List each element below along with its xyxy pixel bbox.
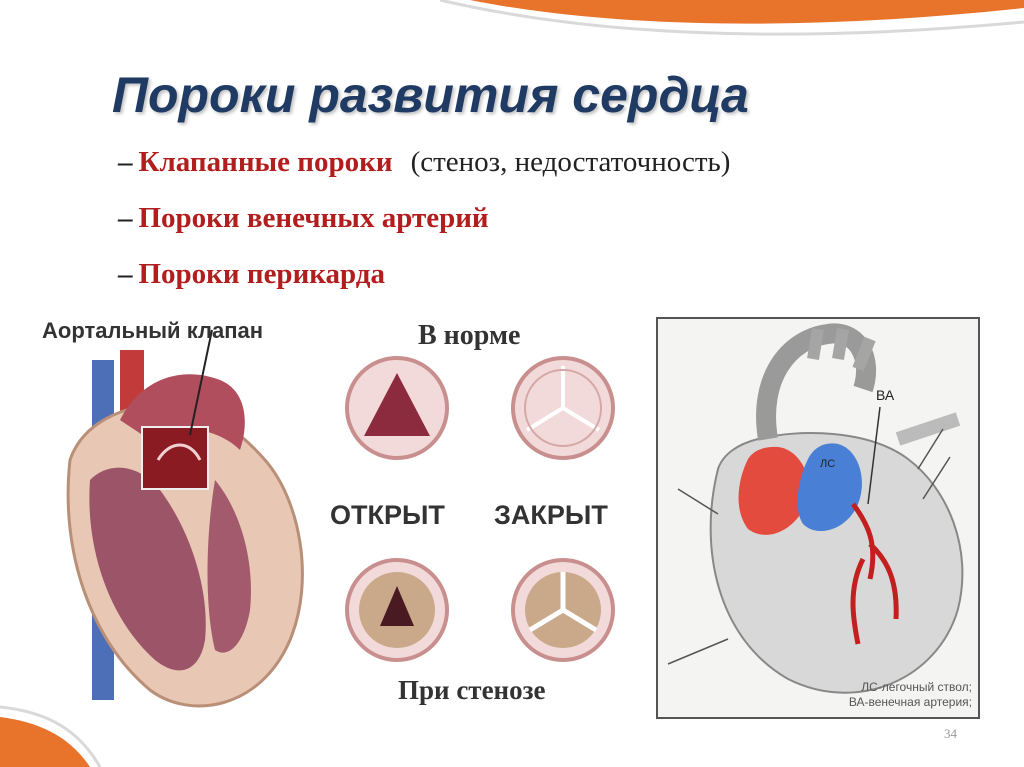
list-item: –Пороки венечных артерий bbox=[118, 202, 730, 258]
valve-open-stenosis bbox=[345, 558, 449, 662]
coronary-artery-tag: ВА bbox=[876, 387, 895, 403]
normal-label: В норме bbox=[418, 320, 521, 351]
aortic-valve-label: Аортальный клапан bbox=[42, 318, 263, 343]
coronary-heart-illustration bbox=[667, 323, 964, 694]
decorative-swoosh-bottom bbox=[0, 705, 102, 767]
bullet-dash: – bbox=[118, 258, 133, 290]
caption-line: ЛС-легочный ствол; bbox=[861, 680, 972, 694]
valve-open-normal bbox=[345, 356, 449, 460]
valve-closed-stenosis bbox=[511, 558, 615, 662]
list-item: –Клапанные пороки (стеноз, недостаточност… bbox=[118, 146, 730, 202]
list-item: –Пороки перикарда bbox=[118, 258, 730, 314]
bullet-note: (стеноз, недостаточность) bbox=[410, 146, 731, 178]
bullet-text: Пороки венечных артерий bbox=[138, 202, 489, 234]
valve-diagrams bbox=[345, 356, 615, 662]
page-number: 34 bbox=[944, 726, 957, 741]
open-label: ОТКРЫТ bbox=[330, 500, 445, 530]
caption-line: ВА-венечная артерия; bbox=[848, 695, 972, 709]
pulmonary-trunk-tag: ЛС bbox=[820, 458, 836, 470]
bullet-dash: – bbox=[118, 146, 133, 178]
page-title: Пороки развития сердца bbox=[112, 67, 749, 123]
figure-caption: ЛС-легочный ствол; ВА-венечная артерия; bbox=[790, 680, 972, 710]
coronary-anatomy-panel bbox=[656, 317, 980, 719]
stenosis-label: При стенозе bbox=[398, 675, 546, 705]
valve-closed-normal bbox=[511, 356, 615, 460]
bullet-dash: – bbox=[118, 202, 133, 234]
heart-section-illustration bbox=[66, 329, 304, 708]
bullet-text: Клапанные пороки bbox=[138, 146, 393, 178]
decorative-swoosh-top bbox=[439, 0, 1024, 36]
bullet-text: Пороки перикарда bbox=[138, 258, 385, 290]
closed-label: ЗАКРЫТ bbox=[494, 500, 608, 530]
bullet-list: –Клапанные пороки(стеноз, недостаточност… bbox=[118, 146, 730, 314]
